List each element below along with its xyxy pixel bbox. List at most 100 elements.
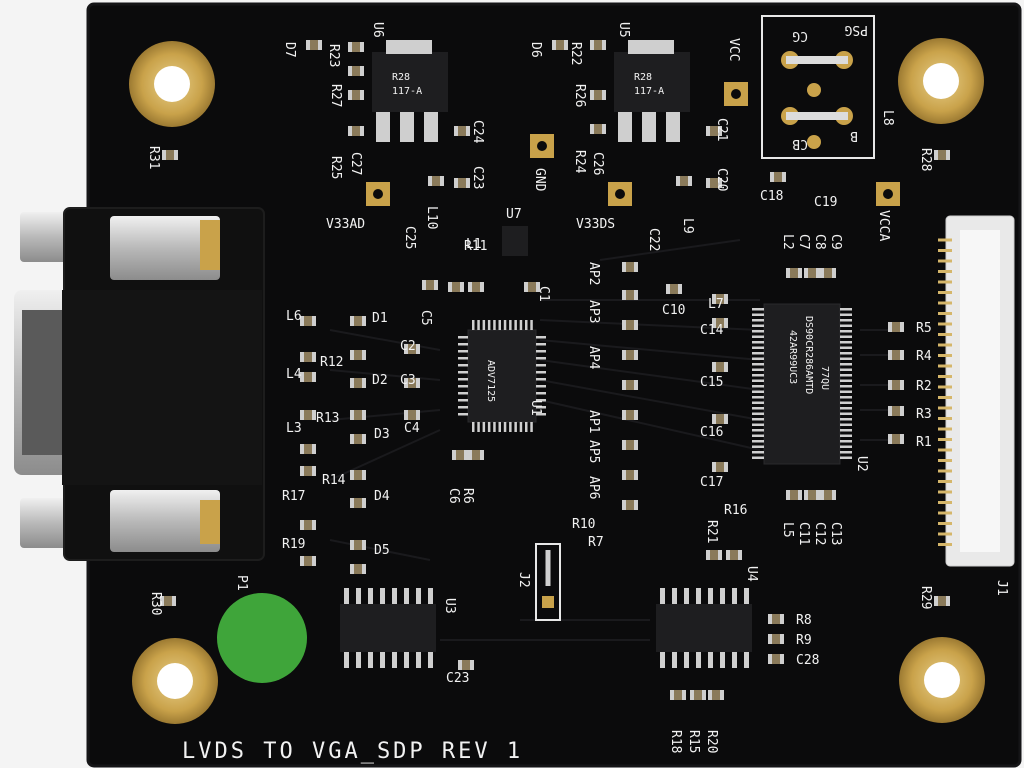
label-c7: C7 xyxy=(796,234,811,250)
passive-body xyxy=(458,178,466,188)
label-l8: L8 xyxy=(880,110,895,126)
u1-pin xyxy=(536,336,546,339)
passive-body xyxy=(472,450,480,460)
passive-body xyxy=(310,40,318,50)
label-d2: D2 xyxy=(372,373,388,388)
ic-pin xyxy=(428,652,433,668)
u1-pin xyxy=(458,385,468,388)
passive-body xyxy=(626,440,634,450)
u1-pin xyxy=(477,422,480,432)
u2-pin xyxy=(752,440,764,443)
passive-body xyxy=(354,378,362,388)
u2-pin xyxy=(752,330,764,333)
passive-body xyxy=(694,690,702,700)
label-ap6: AP6 xyxy=(586,476,601,499)
passive-body xyxy=(408,378,416,388)
label-d1: D1 xyxy=(372,311,388,326)
u2-pin xyxy=(752,429,764,432)
label-cg: CG xyxy=(792,28,808,43)
u1-pin xyxy=(503,320,507,330)
ic-pin xyxy=(708,588,713,604)
regulator-u5 xyxy=(614,40,690,142)
passive-body xyxy=(164,596,172,606)
passive-body xyxy=(716,462,724,472)
passive-body xyxy=(626,320,634,330)
u2-pin xyxy=(840,357,852,360)
silkscreen: LVDS TO VGA_SDP REV 1 P1 J1 J2 U1 U2 U3 … xyxy=(146,22,1009,764)
u1-pin xyxy=(458,364,468,367)
label-r4: R4 xyxy=(916,349,932,364)
label-c23b: C23 xyxy=(446,671,469,686)
label-c25: C25 xyxy=(402,226,417,249)
u6-marking-2: 117-A xyxy=(392,86,422,97)
passive-body xyxy=(458,126,466,136)
u1-pin xyxy=(536,364,546,367)
label-c14: C14 xyxy=(700,323,724,338)
label-u5: U5 xyxy=(616,22,631,38)
label-r7: R7 xyxy=(588,535,604,550)
passive-body xyxy=(626,350,634,360)
passive-body xyxy=(730,550,738,560)
label-r31: R31 xyxy=(146,146,161,169)
u1-pin xyxy=(525,422,528,432)
u2-pin xyxy=(840,374,852,377)
passive-body xyxy=(408,410,416,420)
ic-pin xyxy=(672,588,677,604)
ic-pin xyxy=(720,588,725,604)
u1-pin xyxy=(530,320,533,330)
label-ap5: AP5 xyxy=(586,440,601,463)
label-c2: C2 xyxy=(400,339,416,354)
u1-pin xyxy=(487,422,491,432)
ic-pin xyxy=(416,652,421,668)
label-ap3: AP3 xyxy=(586,300,601,323)
label-c19: C19 xyxy=(814,195,837,210)
u2-pin xyxy=(752,434,764,437)
passive-body xyxy=(710,178,718,188)
label-r19: R19 xyxy=(282,537,305,552)
passive-body xyxy=(674,690,682,700)
ic-pin xyxy=(368,588,373,604)
passive-body xyxy=(626,380,634,390)
passive-body xyxy=(594,124,602,134)
label-r16: R16 xyxy=(724,503,747,518)
ic-pin xyxy=(708,652,713,668)
passive-body xyxy=(408,344,416,354)
u2-pin xyxy=(752,368,764,371)
passive-body xyxy=(304,556,312,566)
label-r22: R22 xyxy=(568,42,583,65)
ic-pin xyxy=(380,652,385,668)
ic-pin xyxy=(344,588,349,604)
u2-pin xyxy=(840,346,852,349)
u2-pin xyxy=(840,330,852,333)
passive-body xyxy=(892,434,900,444)
label-r20: R20 xyxy=(704,730,719,753)
u1-pin xyxy=(458,371,468,374)
u2-marking-3: 77QU xyxy=(819,366,830,390)
label-d4: D4 xyxy=(374,489,390,504)
label-v33ds: V33DS xyxy=(576,217,615,232)
passive-body xyxy=(594,40,602,50)
passive-body xyxy=(594,90,602,100)
passive-body xyxy=(304,372,312,382)
label-c15: C15 xyxy=(700,375,723,390)
label-l3: L3 xyxy=(286,421,302,436)
label-r21: R21 xyxy=(704,520,719,543)
label-r1: R1 xyxy=(916,435,932,450)
u1-pin xyxy=(482,422,486,432)
regulator-u6 xyxy=(372,40,448,142)
label-r5: R5 xyxy=(916,321,932,336)
passive-body xyxy=(352,42,360,52)
u1-pin xyxy=(514,422,517,432)
label-r26: R26 xyxy=(572,84,587,107)
u1-pin xyxy=(477,320,480,330)
label-r3: R3 xyxy=(916,407,932,422)
jumper-psg xyxy=(761,15,875,159)
label-l2: L2 xyxy=(780,234,795,250)
u1-pin xyxy=(536,399,546,402)
label-r13: R13 xyxy=(316,411,339,426)
u2-pin xyxy=(752,324,764,327)
passive-body xyxy=(892,322,900,332)
ic-pin xyxy=(732,588,737,604)
u1-pin xyxy=(509,320,512,330)
u2-pin xyxy=(752,390,764,393)
